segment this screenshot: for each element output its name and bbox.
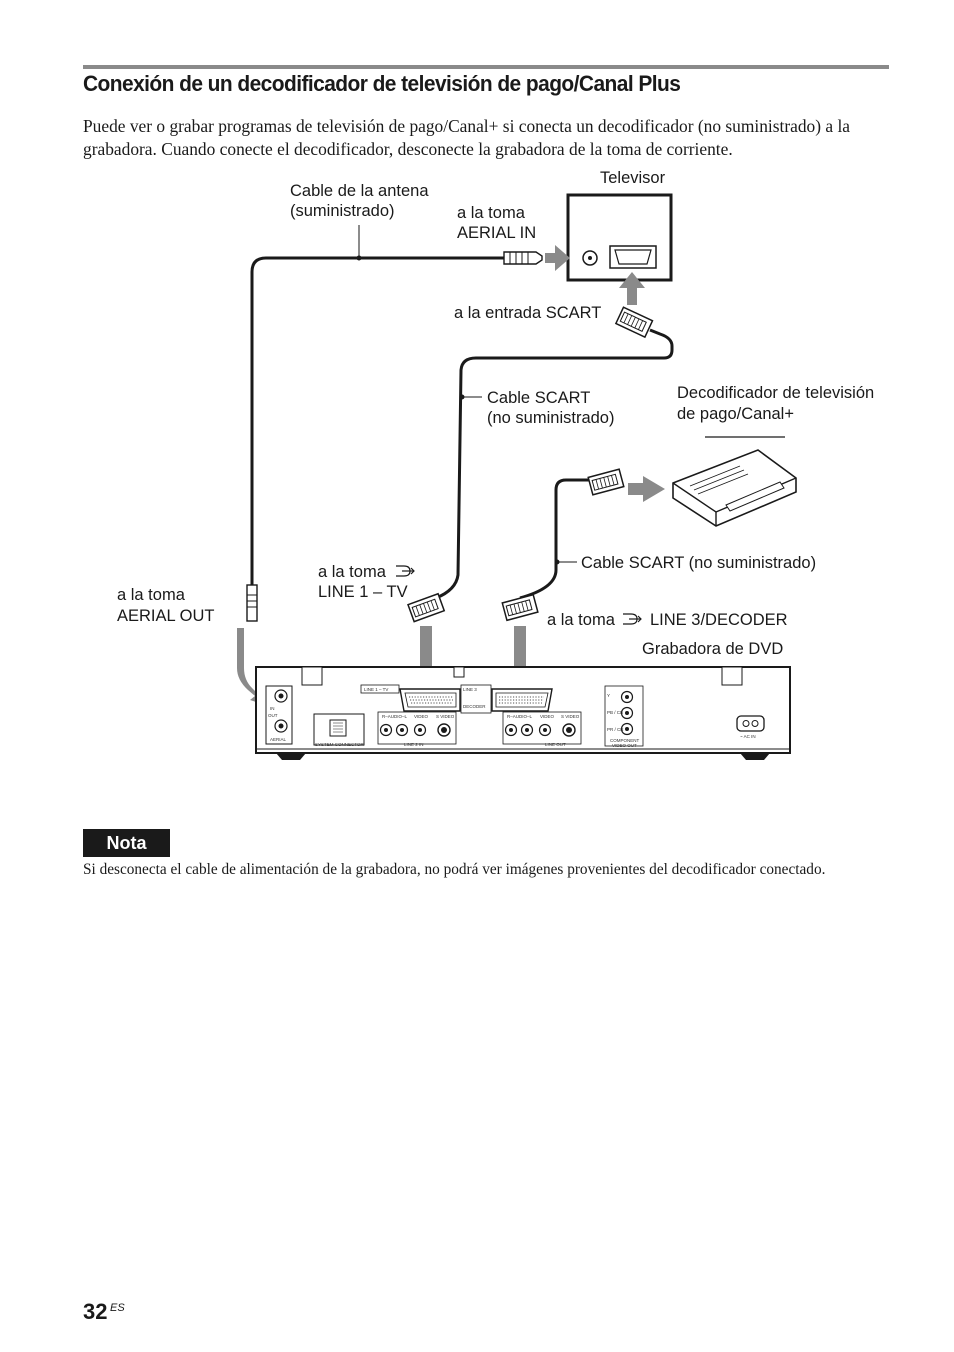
scart-cable-decoder: [501, 468, 625, 622]
arrow-scart-in: [619, 272, 645, 305]
label-cable-scart-2: (no suministrado): [487, 409, 614, 427]
arrow-aerial-in: [545, 245, 570, 271]
connection-diagram: Televisor Cable de la antena (suministra…: [117, 169, 874, 760]
panel-y: Y: [607, 693, 610, 698]
panel-system-connector: SYSTEM CONNECTOR: [315, 742, 364, 747]
antenna-cable: [246, 225, 543, 622]
panel-aerial: AERIAL: [270, 737, 287, 742]
panel-ac-in: ~ AC IN: [740, 734, 756, 739]
label-decodificador-1: Decodificador de televisión: [677, 384, 874, 402]
panel-decoder: DECODER: [463, 704, 486, 709]
page-number: 32: [83, 1299, 108, 1324]
label-toma-aerial-in-1: a la toma: [457, 204, 526, 222]
label-toma-aerial-out-2: AERIAL OUT: [117, 607, 215, 625]
nota-text: Si desconecta el cable de alimentación d…: [83, 861, 826, 878]
panel-s-video-1: S VIDEO: [436, 714, 455, 719]
panel-r-audio-l-2: R–AUDIO–L: [507, 714, 533, 719]
label-cable-scart-decoder: Cable SCART (no suministrado): [581, 554, 816, 572]
panel-video-out: VIDEO OUT: [612, 743, 637, 748]
panel-video-2: VIDEO: [540, 714, 555, 719]
page-suffix: ES: [110, 1302, 125, 1314]
label-toma-aerial-in-2: AERIAL IN: [457, 224, 536, 242]
label-cable-antena-1: Cable de la antena: [290, 182, 429, 200]
label-toma-line3-a: a la toma: [547, 611, 616, 629]
panel-line3: LINE 3: [463, 687, 477, 692]
label-cable-antena-2: (suministrado): [290, 202, 395, 220]
panel-r-audio-l-1: R–AUDIO–L: [382, 714, 408, 719]
panel-line-out: LINE OUT: [545, 742, 566, 747]
dvd-recorder: IN OUT AERIAL SYSTEM CONNECTOR LINE 1 – …: [255, 666, 791, 760]
scart-symbol-icon: [623, 613, 642, 625]
panel-pr: PR / CR: [607, 727, 624, 732]
label-toma-line3-b: LINE 3/DECODER: [650, 611, 788, 629]
label-cable-scart-1: Cable SCART: [487, 389, 590, 407]
label-televisor: Televisor: [600, 169, 666, 187]
tv-box: [566, 193, 673, 282]
panel-component: COMPONENT: [610, 738, 640, 743]
scart-cable-tv: [407, 306, 674, 623]
panel-line1-tv: LINE 1 – TV: [364, 687, 388, 692]
scart-symbol-icon: [396, 565, 415, 577]
panel-line2-in: LINE 2 IN: [404, 742, 424, 747]
page-title: Conexión de un decodificador de televisi…: [83, 71, 681, 96]
decoder-box: [672, 436, 797, 527]
arrow-decoder: [628, 476, 665, 502]
title-rule: [83, 65, 889, 69]
panel-video-1: VIDEO: [414, 714, 429, 719]
nota-badge: Nota: [83, 829, 170, 857]
panel-in: IN: [270, 706, 275, 711]
label-toma-aerial-out-1: a la toma: [117, 586, 186, 604]
label-decodificador-2: de pago/Canal+: [677, 405, 794, 423]
panel-s-video-2: S VIDEO: [561, 714, 580, 719]
intro-paragraph: Puede ver o grabar programas de televisi…: [83, 116, 851, 159]
panel-out: OUT: [268, 713, 278, 718]
panel-pb: PB / CB: [607, 710, 623, 715]
label-toma-line1-2: LINE 1 – TV: [318, 583, 408, 601]
label-entrada-scart: a la entrada SCART: [454, 304, 601, 322]
label-grabadora: Grabadora de DVD: [642, 640, 783, 658]
label-toma-line1-1: a la toma: [318, 563, 387, 581]
arrow-aerial-out: [237, 628, 268, 706]
